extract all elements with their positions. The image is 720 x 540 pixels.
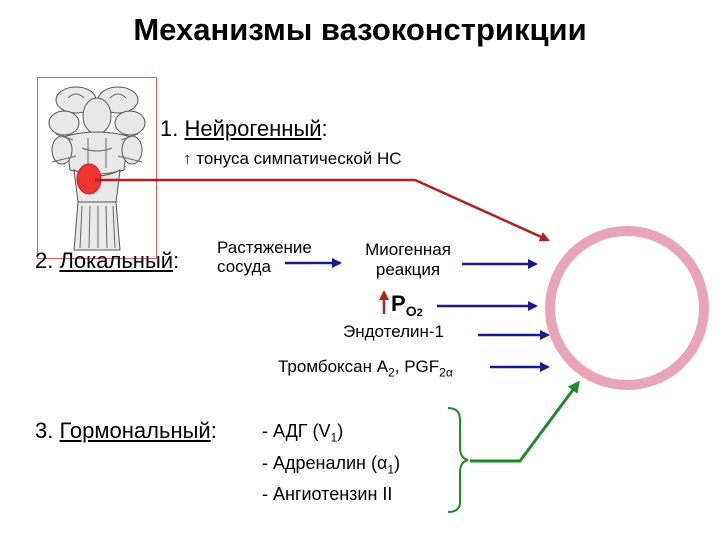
po2-subsub: 2 (416, 307, 423, 320)
neurogenic-number: 1. (160, 116, 179, 141)
myogenic-line-2: реакция (375, 260, 441, 279)
hormonal-colon: : (210, 418, 217, 443)
hormone-item-angiotensin: - Ангиотензин II (262, 484, 393, 504)
local-colon: : (173, 248, 180, 273)
thromboxane-main: Тромбоксан А (278, 357, 389, 376)
po2-main: P (391, 291, 406, 316)
thromboxane-text: Тромбоксан А2, PGF2α (278, 357, 453, 379)
hormonal-number: 3. (35, 418, 54, 443)
thromboxane-sub: 2 (388, 365, 395, 380)
hormone-item-adrenaline: - Адреналин (α1) (262, 453, 401, 477)
po2-label: PO2 (391, 291, 423, 319)
stretch-line-2: сосуда (217, 257, 271, 276)
brainstem-illustration (37, 77, 157, 259)
myogenic-text: Миогенная реакция (352, 240, 464, 280)
neurogenic-description: ↑ тонуса симпатической НС (183, 149, 402, 168)
thromboxane-sep: , PGF (394, 357, 440, 376)
hormone-item-adh: - АДГ (V1) (262, 421, 344, 445)
neurogenic-arrow (95, 178, 550, 242)
hormonal-arrow (470, 380, 580, 463)
vessel-icon (545, 226, 709, 390)
local-label: Локальный (59, 248, 174, 273)
stretch-line-1: Растяжение (217, 238, 312, 257)
hormonal-heading: 3. Гормональный: (35, 418, 217, 444)
neurogenic-colon: : (321, 116, 328, 141)
neurogenic-label: Нейрогенный (184, 116, 322, 141)
local-number: 2. (35, 248, 54, 273)
hormonal-label: Гормональный (59, 418, 211, 443)
page-title: Механизмы вазоконстрикции (133, 12, 587, 47)
neurogenic-heading: 1. Нейрогенный: (160, 116, 328, 142)
po2-sub: O2 (405, 303, 423, 320)
hormonal-brace-icon (447, 407, 469, 513)
endothelin-text: Эндотелин-1 (343, 322, 445, 341)
pgf-sub: 2α (439, 365, 453, 380)
local-heading: 2. Локальный: (35, 248, 179, 274)
stretch-text: Растяжение сосуда (217, 238, 312, 276)
myogenic-line-1: Миогенная (365, 240, 451, 259)
brain-icon (48, 86, 146, 251)
